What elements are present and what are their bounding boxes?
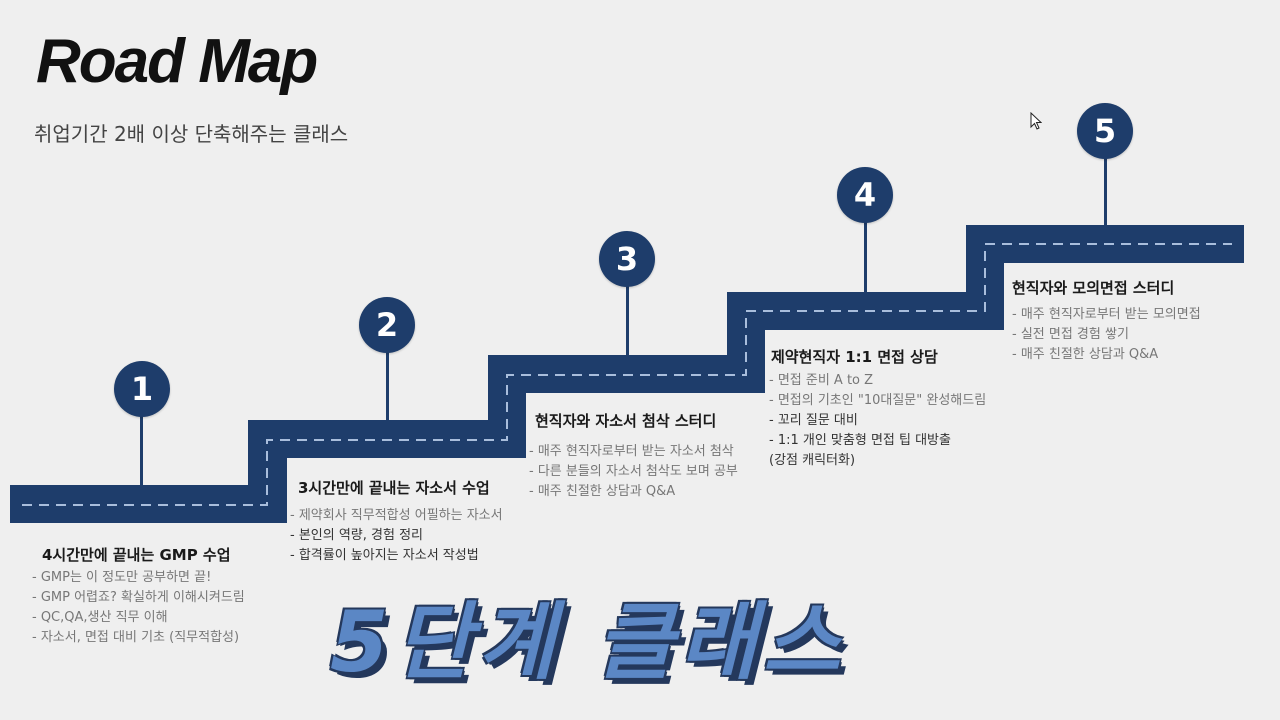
step-1-item: 자소서, 면접 대비 기초 (직무적합성) bbox=[32, 628, 245, 648]
step-3-items: 매주 현직자로부터 받는 자소서 첨삭 다른 분들의 자소서 첨삭도 보며 공부… bbox=[529, 442, 738, 502]
step-5-item: 실전 면접 경험 쌓기 bbox=[1012, 325, 1201, 345]
step-4-item: 면접의 기초인 "10대질문" 완성해드림 bbox=[769, 391, 986, 411]
step-5-item: 매주 현직자로부터 받는 모의면접 bbox=[1012, 305, 1201, 325]
step-1-item: QC,QA,생산 직무 이해 bbox=[32, 608, 245, 628]
step-4-badge: 4 bbox=[837, 167, 893, 223]
step-2-items: 제약회사 직무적합성 어필하는 자소서 본인의 역량, 경험 정리 합격률이 높… bbox=[290, 506, 503, 566]
step-3-item: 매주 현직자로부터 받는 자소서 첨삭 bbox=[529, 442, 738, 462]
step-2-item: 본인의 역량, 경험 정리 bbox=[290, 526, 503, 546]
step-3-item: 매주 친절한 상담과 Q&A bbox=[529, 482, 738, 502]
step-4-item: 꼬리 질문 대비 bbox=[769, 411, 986, 431]
mouse-cursor-icon bbox=[1030, 112, 1042, 130]
step-1-items: GMP는 이 정도만 공부하면 끝! GMP 어렵죠? 확실하게 이해시켜드림 … bbox=[32, 568, 245, 648]
step-3-badge: 3 bbox=[599, 231, 655, 287]
step-1-stem bbox=[140, 415, 143, 485]
step-2-item: 합격률이 높아지는 자소서 작성법 bbox=[290, 546, 503, 566]
step-1-item: GMP는 이 정도만 공부하면 끝! bbox=[32, 568, 245, 588]
step-1-title: 4시간만에 끝내는 GMP 수업 bbox=[42, 546, 231, 564]
step-1-badge: 1 bbox=[114, 361, 170, 417]
banner-text: 5단계 클래스 bbox=[330, 593, 847, 691]
step-2-item: 제약회사 직무적합성 어필하는 자소서 bbox=[290, 506, 503, 526]
step-2-badge: 2 bbox=[359, 297, 415, 353]
page-title: Road Map bbox=[36, 27, 318, 96]
step-4-stem bbox=[864, 222, 867, 292]
step-2-stem bbox=[386, 350, 389, 420]
step-5-stem bbox=[1104, 158, 1107, 225]
step-4-items: 면접 준비 A to Z 면접의 기초인 "10대질문" 완성해드림 꼬리 질문… bbox=[769, 371, 986, 471]
step-5-items: 매주 현직자로부터 받는 모의면접 실전 면접 경험 쌓기 매주 친절한 상담과… bbox=[1012, 305, 1201, 365]
page-subtitle: 취업기간 2배 이상 단축해주는 클래스 bbox=[34, 122, 349, 146]
step-4-item: (강점 캐릭터화) bbox=[769, 453, 856, 468]
step-3-stem bbox=[626, 285, 629, 355]
step-5-badge: 5 bbox=[1077, 103, 1133, 159]
step-3-title: 현직자와 자소서 첨삭 스터디 bbox=[535, 412, 717, 430]
step-4-item: 면접 준비 A to Z bbox=[769, 371, 986, 391]
road-lane-markings bbox=[22, 243, 1232, 506]
step-5-item: 매주 친절한 상담과 Q&A bbox=[1012, 345, 1201, 365]
step-5-title: 현직자와 모의면접 스터디 bbox=[1012, 279, 1175, 297]
step-3-item: 다른 분들의 자소서 첨삭도 보며 공부 bbox=[529, 462, 738, 482]
step-4-title: 제약현직자 1:1 면접 상담 bbox=[771, 348, 938, 366]
step-1-item: GMP 어렵죠? 확실하게 이해시켜드림 bbox=[32, 588, 245, 608]
step-2-title: 3시간만에 끝내는 자소서 수업 bbox=[298, 479, 490, 497]
step-4-item: 1:1 개인 맞춤형 면접 팁 대방출 bbox=[769, 431, 986, 451]
